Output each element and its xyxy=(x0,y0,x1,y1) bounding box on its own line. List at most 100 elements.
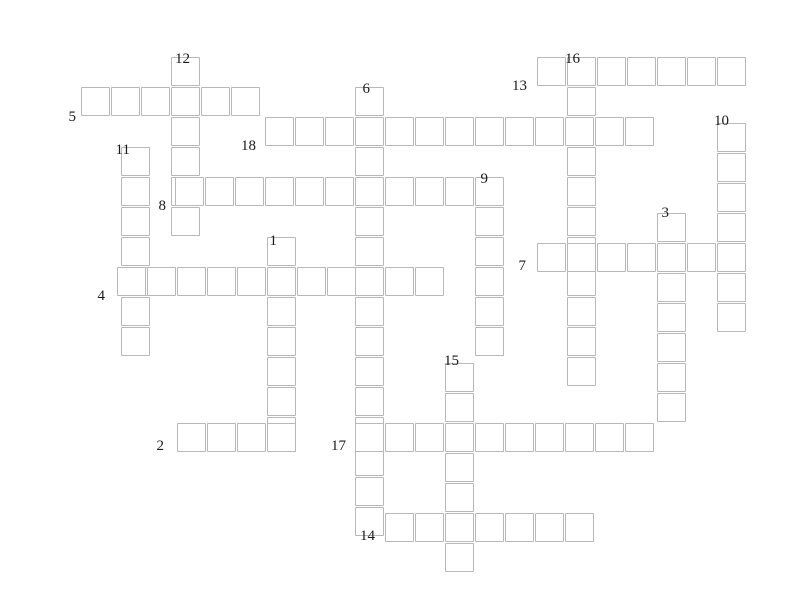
crossword-cell[interactable] xyxy=(385,177,414,206)
crossword-cell[interactable] xyxy=(567,207,596,236)
crossword-cell[interactable] xyxy=(567,327,596,356)
crossword-cell[interactable] xyxy=(657,363,686,392)
crossword-cell[interactable] xyxy=(177,423,206,452)
crossword-cell[interactable] xyxy=(415,267,444,296)
crossword-cell[interactable] xyxy=(505,117,534,146)
crossword-cell[interactable] xyxy=(567,177,596,206)
crossword-cell[interactable] xyxy=(717,57,746,86)
crossword-cell[interactable] xyxy=(567,57,596,86)
crossword-cell[interactable] xyxy=(475,267,504,296)
crossword-cell[interactable] xyxy=(595,423,624,452)
crossword-cell[interactable] xyxy=(567,297,596,326)
crossword-cell[interactable] xyxy=(355,507,384,536)
crossword-cell[interactable] xyxy=(121,207,150,236)
crossword-cell[interactable] xyxy=(445,423,474,452)
crossword-cell[interactable] xyxy=(687,243,716,272)
crossword-cell[interactable] xyxy=(121,237,150,266)
crossword-cell[interactable] xyxy=(265,117,294,146)
crossword-cell[interactable] xyxy=(385,513,414,542)
crossword-cell[interactable] xyxy=(171,207,200,236)
crossword-cell[interactable] xyxy=(171,147,200,176)
crossword-cell[interactable] xyxy=(445,393,474,422)
crossword-cell[interactable] xyxy=(595,117,624,146)
crossword-cell[interactable] xyxy=(687,57,716,86)
crossword-cell[interactable] xyxy=(475,177,504,206)
crossword-cell[interactable] xyxy=(657,303,686,332)
crossword-cell[interactable] xyxy=(657,213,686,242)
crossword-cell[interactable] xyxy=(445,177,474,206)
crossword-cell[interactable] xyxy=(355,87,384,116)
crossword-cell[interactable] xyxy=(355,327,384,356)
crossword-cell[interactable] xyxy=(625,117,654,146)
crossword-cell[interactable] xyxy=(505,423,534,452)
crossword-cell[interactable] xyxy=(597,243,626,272)
crossword-cell[interactable] xyxy=(325,117,354,146)
crossword-cell[interactable] xyxy=(627,243,656,272)
crossword-cell[interactable] xyxy=(657,243,686,272)
crossword-cell[interactable] xyxy=(657,333,686,362)
crossword-cell[interactable] xyxy=(327,267,356,296)
crossword-cell[interactable] xyxy=(565,423,594,452)
crossword-cell[interactable] xyxy=(355,267,384,296)
crossword-cell[interactable] xyxy=(567,147,596,176)
crossword-cell[interactable] xyxy=(121,177,150,206)
crossword-cell[interactable] xyxy=(237,267,266,296)
crossword-cell[interactable] xyxy=(625,423,654,452)
crossword-cell[interactable] xyxy=(355,477,384,506)
crossword-cell[interactable] xyxy=(355,357,384,386)
crossword-cell[interactable] xyxy=(565,117,594,146)
crossword-cell[interactable] xyxy=(415,117,444,146)
crossword-cell[interactable] xyxy=(205,177,234,206)
crossword-cell[interactable] xyxy=(567,87,596,116)
crossword-cell[interactable] xyxy=(717,303,746,332)
crossword-cell[interactable] xyxy=(355,423,384,452)
crossword-cell[interactable] xyxy=(657,273,686,302)
crossword-cell[interactable] xyxy=(475,423,504,452)
crossword-cell[interactable] xyxy=(121,327,150,356)
crossword-cell[interactable] xyxy=(717,213,746,242)
crossword-cell[interactable] xyxy=(475,513,504,542)
crossword-cell[interactable] xyxy=(325,177,354,206)
crossword-cell[interactable] xyxy=(475,327,504,356)
crossword-cell[interactable] xyxy=(267,327,296,356)
crossword-cell[interactable] xyxy=(267,387,296,416)
crossword-cell[interactable] xyxy=(445,543,474,572)
crossword-cell[interactable] xyxy=(567,243,596,272)
crossword-cell[interactable] xyxy=(201,87,230,116)
crossword-cell[interactable] xyxy=(565,513,594,542)
crossword-cell[interactable] xyxy=(627,57,656,86)
crossword-cell[interactable] xyxy=(111,87,140,116)
crossword-cell[interactable] xyxy=(415,423,444,452)
crossword-cell[interactable] xyxy=(171,87,200,116)
crossword-cell[interactable] xyxy=(171,57,200,86)
crossword-cell[interactable] xyxy=(355,237,384,266)
crossword-cell[interactable] xyxy=(535,513,564,542)
crossword-cell[interactable] xyxy=(445,117,474,146)
crossword-cell[interactable] xyxy=(717,153,746,182)
crossword-cell[interactable] xyxy=(445,483,474,512)
crossword-cell[interactable] xyxy=(475,207,504,236)
crossword-cell[interactable] xyxy=(355,147,384,176)
crossword-cell[interactable] xyxy=(355,387,384,416)
crossword-cell[interactable] xyxy=(475,117,504,146)
crossword-cell[interactable] xyxy=(207,267,236,296)
crossword-cell[interactable] xyxy=(537,243,566,272)
crossword-cell[interactable] xyxy=(385,267,414,296)
crossword-cell[interactable] xyxy=(141,87,170,116)
crossword-cell[interactable] xyxy=(177,267,206,296)
crossword-cell[interactable] xyxy=(121,297,150,326)
crossword-cell[interactable] xyxy=(505,513,534,542)
crossword-cell[interactable] xyxy=(267,297,296,326)
crossword-cell[interactable] xyxy=(81,87,110,116)
crossword-cell[interactable] xyxy=(355,177,384,206)
crossword-cell[interactable] xyxy=(445,363,474,392)
crossword-cell[interactable] xyxy=(235,177,264,206)
crossword-cell[interactable] xyxy=(297,267,326,296)
crossword-cell[interactable] xyxy=(597,57,626,86)
crossword-cell[interactable] xyxy=(231,87,260,116)
crossword-cell[interactable] xyxy=(535,117,564,146)
crossword-cell[interactable] xyxy=(355,117,384,146)
crossword-cell[interactable] xyxy=(537,57,566,86)
crossword-cell[interactable] xyxy=(535,423,564,452)
crossword-cell[interactable] xyxy=(475,297,504,326)
